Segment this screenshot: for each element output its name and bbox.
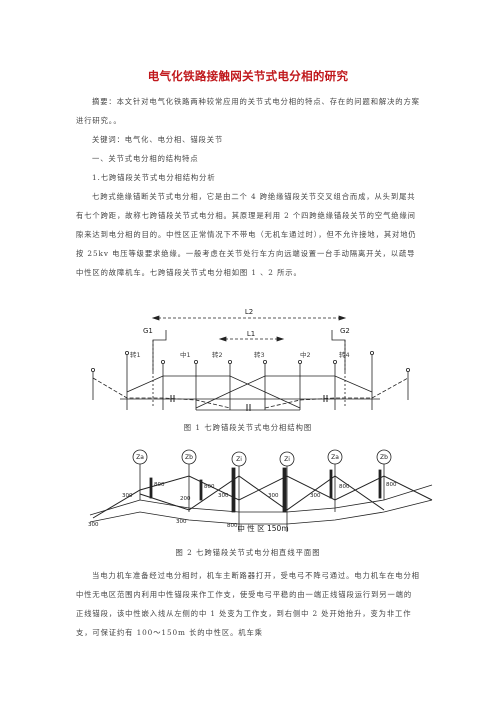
fig2-post-2 (199, 479, 203, 501)
fig2-dimension-labels: 300 800 200 300 800 300 300 800 800 300 … (88, 482, 397, 529)
svg-text:转4: 转4 (339, 350, 350, 359)
fig1-poles (92, 355, 409, 410)
section-heading-1-1: 1.七跨锚段关节式电分相结构分析 (92, 173, 216, 182)
zigzag-wire-a (92, 475, 433, 519)
section-heading-1: 一、关节式电分相的结构特点 (92, 154, 199, 163)
svg-text:转3: 转3 (254, 350, 265, 359)
svg-text:800: 800 (386, 482, 397, 488)
svg-text:800: 800 (227, 523, 238, 529)
paragraph-2: 当电力机车准备经过电分相时，机车主断路器打开，受电弓不降弓通过。电力机车在电分相… (76, 571, 420, 637)
svg-text:200: 200 (180, 496, 191, 502)
svg-text:300: 300 (88, 522, 99, 528)
neutral-zone-label: 中 性 区 150m (237, 523, 288, 533)
neutral-wire-b (195, 375, 373, 409)
svg-text:300: 300 (176, 519, 187, 525)
fig2-post-5 (329, 469, 333, 499)
fig1-pole-labels: 转1 中1 转2 转3 中2 转4 (130, 350, 350, 359)
fig2-mast-labels: Za Zb Zi Zi Za Zb (136, 454, 388, 463)
figure-1-caption: 图 1 七跨锚段关节式电分相结构图 (183, 423, 313, 432)
svg-text:Zi: Zi (236, 456, 242, 463)
svg-text:300: 300 (268, 493, 279, 499)
fig2-post-6 (378, 469, 382, 499)
svg-text:转1: 转1 (130, 350, 141, 359)
svg-text:800: 800 (204, 484, 215, 490)
svg-text:300: 300 (218, 493, 229, 499)
svg-text:Zb: Zb (380, 454, 388, 461)
zigzag-wire-b (139, 475, 385, 511)
keywords: 关键词：电气化、电分相、锚段关节 (92, 135, 224, 144)
track-lower (89, 499, 433, 525)
svg-text:300: 300 (310, 493, 321, 499)
svg-text:800: 800 (339, 484, 350, 490)
svg-text:中2: 中2 (300, 350, 311, 359)
l1-label: L1 (247, 330, 255, 338)
svg-text:中1: 中1 (180, 350, 191, 359)
l1-arrow-left (218, 336, 227, 342)
svg-text:Za: Za (136, 454, 144, 461)
fig2-post-1 (149, 477, 153, 499)
svg-text:转2: 转2 (212, 350, 223, 359)
svg-text:300: 300 (122, 493, 133, 499)
neutral-wire-a (126, 375, 301, 409)
l2-arrow-right (338, 315, 347, 321)
g2-label: G2 (340, 327, 350, 335)
svg-text:Zi: Zi (284, 456, 290, 463)
l2-label: L2 (245, 308, 253, 316)
figure-2-caption: 图 2 七跨锚段关节式电分相直线平面图 (175, 548, 321, 557)
fig2-post-3 (231, 467, 236, 513)
l2-arrow-left (151, 315, 160, 321)
g1-label: G1 (143, 327, 153, 335)
svg-text:800: 800 (154, 482, 165, 488)
paper-title: 电气化铁路接触网关节式电分相的研究 (147, 69, 349, 83)
track-upper (89, 484, 433, 516)
l1-arrow-right (276, 336, 285, 342)
paragraph-1: 七跨式绝缘锚断关节式电分相，它是由二个 4 跨绝缘锚段关节交叉组合而成，从头到尾… (76, 192, 417, 277)
abstract: 摘要：本文针对电气化铁路两种较常应用的关节式电分相的特点、存在的问题和解决的方案… (76, 97, 420, 125)
fig1-pole-heads (91, 350, 410, 372)
svg-text:Zb: Zb (185, 454, 193, 461)
svg-text:Za: Za (331, 454, 339, 461)
right-anchor-wire (264, 377, 409, 409)
fig2-post-4 (282, 467, 287, 513)
